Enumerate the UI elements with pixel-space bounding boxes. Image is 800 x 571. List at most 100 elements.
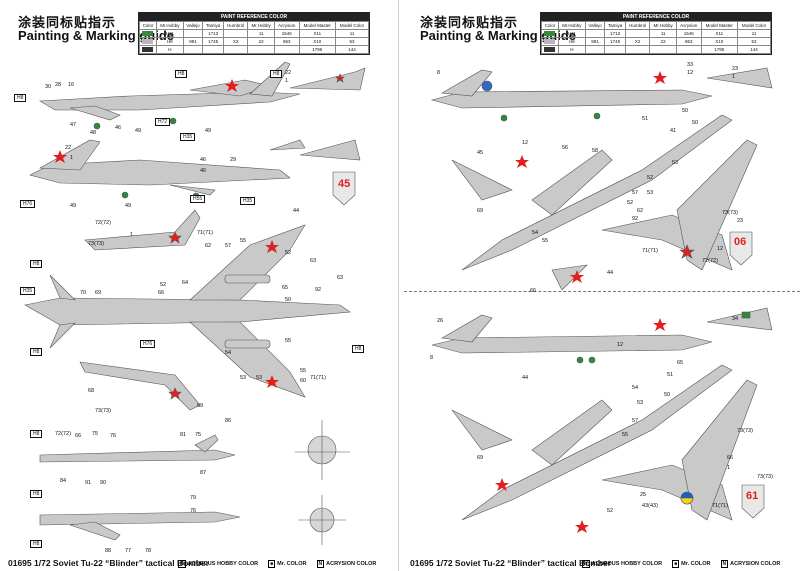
part-number: 29	[230, 157, 237, 163]
red-star-marking	[653, 318, 667, 331]
part-number: 49	[70, 203, 77, 209]
part-number: 57	[225, 243, 232, 249]
part-number: 69	[477, 208, 484, 214]
side-view-scheme-b	[431, 314, 713, 364]
part-number: 49	[135, 128, 142, 134]
part-number: 53	[240, 375, 247, 381]
part-number: 8	[437, 70, 441, 76]
red-star-marking	[53, 150, 67, 163]
part-number: 72(72)	[702, 258, 718, 264]
part-number: 47	[70, 122, 77, 128]
part-number: 51	[642, 116, 649, 122]
tail-number: 06	[734, 236, 747, 248]
part-number: 53	[637, 400, 644, 406]
part-number: 51	[667, 372, 674, 378]
part-number: 12	[617, 342, 624, 348]
paint-reference-title: PAINT REFERENCE COLOR	[139, 13, 369, 21]
paint-callout: H35	[240, 197, 256, 205]
ref-cell: H	[557, 45, 586, 54]
part-number: 49	[125, 203, 132, 209]
color-swatch-green	[142, 31, 154, 37]
part-number: 1	[70, 155, 74, 161]
red-star-marking	[653, 71, 667, 84]
part-number: 68	[88, 388, 95, 394]
paint-reference-table: PAINT REFERENCE COLOR Color Mr.Hobby Val…	[138, 12, 370, 55]
aircraft-drawings-right	[430, 67, 773, 533]
part-number: 53	[647, 190, 654, 196]
scheme-divider	[404, 291, 800, 292]
part-number: 22	[285, 70, 292, 76]
part-number: 79	[190, 495, 197, 501]
part-number: 43(43)	[642, 503, 658, 509]
color-swatch-green	[544, 31, 556, 37]
part-number: 75	[195, 432, 202, 438]
aircraft-drawings-left	[24, 61, 366, 545]
paint-callout: H72	[155, 118, 171, 126]
wing-detail-scheme-a	[676, 139, 758, 271]
part-number: 50	[664, 392, 671, 398]
part-number: 23	[737, 218, 744, 224]
part-number: 71(71)	[310, 375, 326, 381]
color-swatch-silver	[544, 39, 556, 45]
fin-detail-second	[269, 139, 361, 161]
red-star-marking	[495, 478, 509, 491]
part-number: 84	[60, 478, 67, 484]
tail-number-shield	[332, 171, 356, 206]
part-number: 71(71)	[197, 230, 213, 236]
part-number: 52	[160, 282, 167, 288]
ref-cell: 144	[335, 45, 369, 54]
part-number: 76	[110, 433, 117, 439]
part-number: 1	[727, 465, 731, 471]
ref-cell: H	[155, 45, 184, 54]
part-number: 23	[732, 66, 739, 72]
ref-row: H8 991 1745 X2 22 863 X10 53	[541, 37, 771, 46]
part-number: 55	[240, 238, 247, 244]
missile-views	[39, 434, 241, 541]
part-number: 25	[640, 492, 647, 498]
part-number: 65	[282, 285, 289, 291]
part-number: 12	[687, 70, 694, 76]
paint-callout: H8	[175, 70, 188, 78]
side-view-scheme-a	[430, 69, 713, 122]
color-swatch-black	[142, 47, 154, 53]
part-number: 77	[125, 548, 132, 554]
part-number: 66	[158, 290, 165, 296]
paint-callout: H76	[20, 200, 36, 208]
part-number: 44	[522, 375, 529, 381]
part-number: 81	[180, 432, 187, 438]
part-number: 52	[607, 508, 614, 514]
paint-reference-table: PAINT REFERENCE COLOR Color Mr.Hobby Val…	[540, 12, 772, 55]
part-number: 30	[45, 84, 52, 90]
part-number: 1	[285, 78, 289, 84]
part-number: 58	[592, 148, 599, 154]
part-number: 57	[632, 190, 639, 196]
color-swatch-silver	[142, 39, 154, 45]
legend-item: ■Mr. COLOR	[268, 560, 307, 568]
fin-detail-scheme-b	[706, 307, 773, 331]
part-number: 46	[115, 125, 122, 131]
page-title-chinese: 涂装同标贴指示	[420, 15, 519, 30]
part-number: 64	[182, 280, 189, 286]
part-number: 75	[92, 431, 99, 437]
part-number: 22	[65, 145, 72, 151]
tail-shield-06	[729, 231, 753, 266]
part-number: 87	[200, 470, 207, 476]
part-number: 49	[205, 128, 212, 134]
part-number: 90	[100, 480, 107, 486]
part-number: 66	[530, 288, 537, 294]
part-number: 34	[732, 316, 739, 322]
part-number: 73(73)	[757, 474, 773, 480]
part-number: 53	[672, 160, 679, 166]
front-rear-views	[295, 420, 350, 545]
ref-cell: 144	[737, 45, 771, 54]
part-number: 54	[532, 230, 539, 236]
kit-footer-title: 01695 1/72 Soviet Tu-22 “Blinder” tactic…	[8, 558, 210, 568]
part-number: 63	[310, 258, 317, 264]
part-number: 50	[692, 120, 699, 126]
color-swatch-black	[544, 47, 556, 53]
part-number: 60	[300, 378, 307, 384]
